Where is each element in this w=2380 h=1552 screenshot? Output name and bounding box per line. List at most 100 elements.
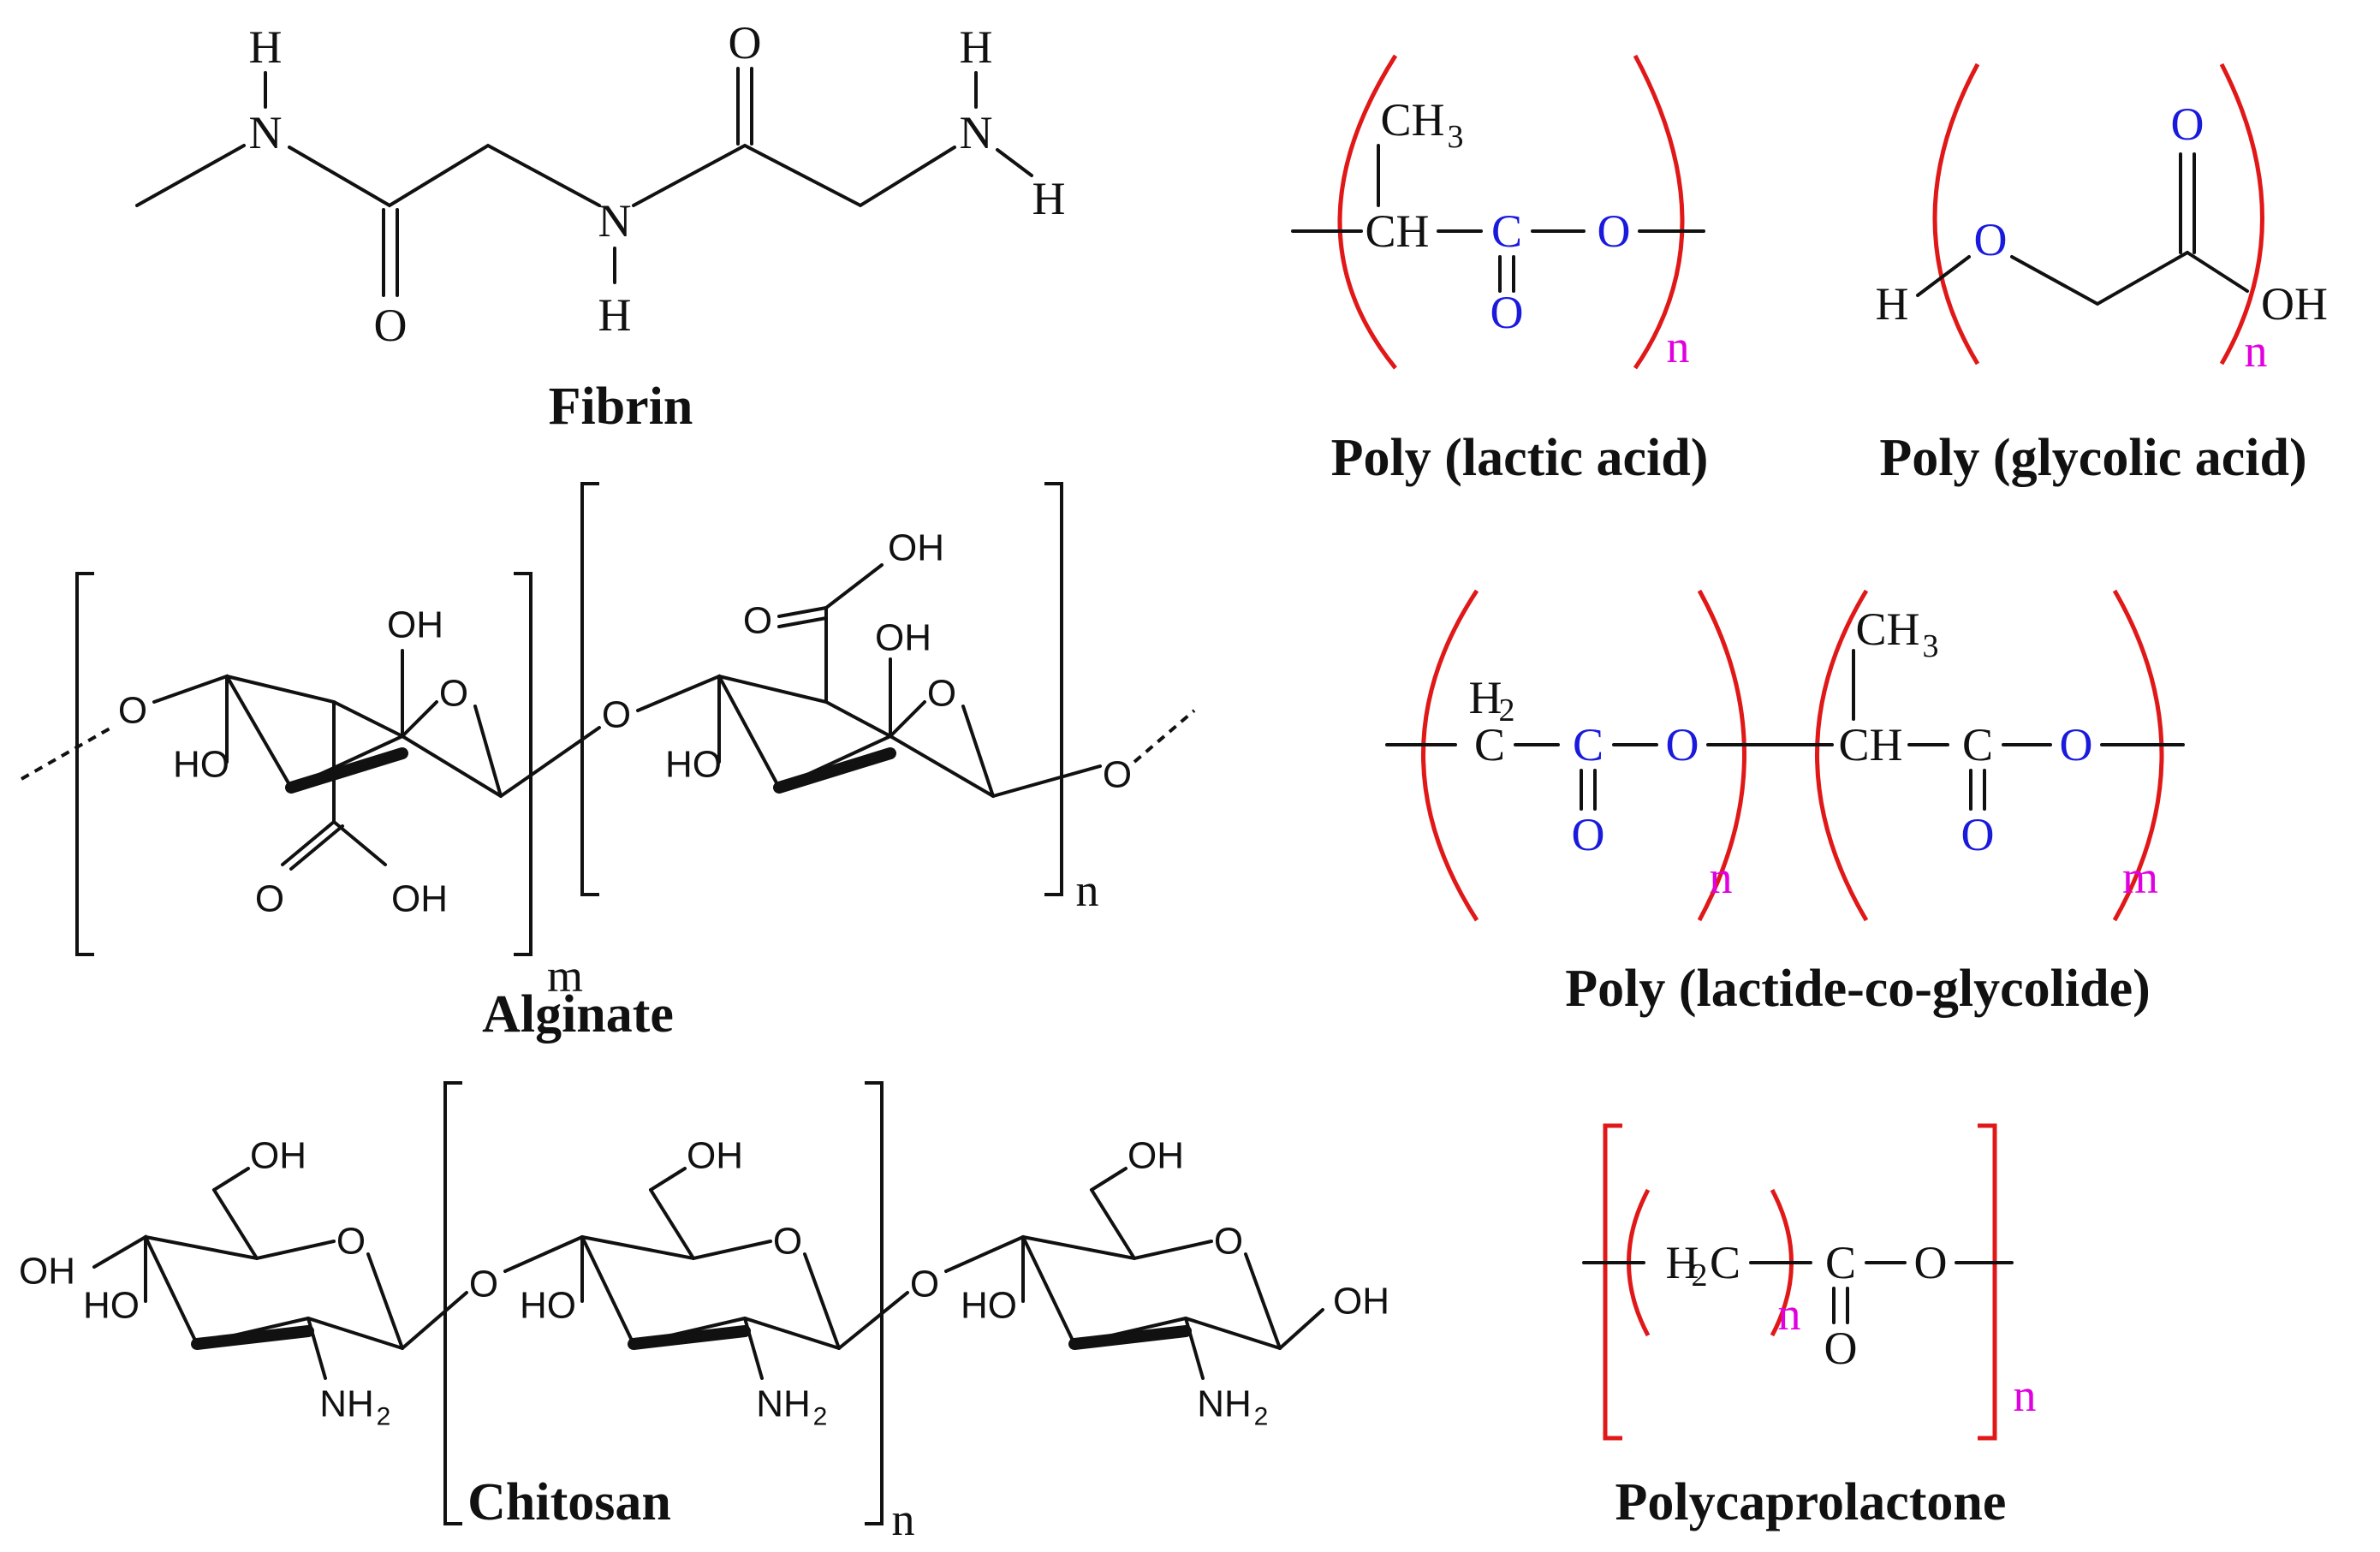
chitosan-bond: [503, 1235, 584, 1273]
chitosan-bold: [1068, 1325, 1192, 1350]
plga-o3: O: [2060, 719, 2093, 770]
chitosan-bond: [144, 1235, 336, 1261]
chitosan-bracket-left: [443, 1081, 462, 1525]
chitosan-bond: [306, 1317, 327, 1380]
pla-c: C: [1491, 205, 1522, 257]
plga-paren-left-2: [1815, 589, 1869, 922]
fibrin-atom-o2: O: [729, 17, 762, 68]
chitosan-nh2: NH: [1197, 1383, 1252, 1425]
chitosan-ring-o: O: [1214, 1221, 1243, 1263]
pga-o: O: [1974, 214, 2008, 265]
fibrin-atom-n1: N: [249, 107, 283, 158]
pcl-structure: H 2 C n C O O n Polycaprolactone: [1582, 1123, 2037, 1531]
fibrin-bond: [996, 148, 1033, 177]
chitosan-structure: O OH OH HO NH 2 O n O OH HO: [19, 1081, 1389, 1545]
chitosan-bond: [649, 1167, 687, 1192]
pcl-c2: C: [1825, 1237, 1856, 1288]
pcl-o2: O: [1824, 1323, 1858, 1374]
alginate-link-bond: [499, 726, 601, 798]
plga-o4: O: [1961, 809, 1995, 860]
plga-ch3: CH: [1855, 604, 1919, 655]
fibrin-structure: N H O N H O N H H Fibrin: [135, 17, 1066, 436]
pcl-index-inner-n: n: [1778, 1288, 1801, 1340]
chitosan-ho: HO: [83, 1285, 140, 1327]
pla-ch: CH: [1365, 205, 1429, 257]
chitosan-label: Chitosan: [467, 1473, 671, 1531]
pga-label: Poly (glycolic acid): [1879, 429, 2306, 487]
pcl-o: O: [1914, 1237, 1948, 1288]
alginate-bracket-right-open: [580, 482, 599, 896]
fibrin-atom-o1: O: [374, 300, 408, 351]
chitosan-nh2-sub: 2: [377, 1403, 391, 1431]
alginate-end-o: O: [1103, 754, 1132, 796]
plga-structure: H 2 C C O O n CH CH 3 C O O m Poly (lact…: [1385, 589, 2185, 1018]
chitosan-bond: [1278, 1308, 1324, 1350]
chitosan-ring-1: O OH OH HO NH 2: [19, 1135, 404, 1431]
alginate-bond: [777, 606, 828, 618]
fibrin-bond: [288, 143, 601, 208]
fibrin-bond: [632, 143, 956, 208]
alginate-ring1-bond: [401, 700, 438, 738]
chitosan-bold: [191, 1325, 314, 1350]
alginate-link-o: O: [602, 694, 631, 736]
pla-paren-right: [1633, 54, 1685, 370]
pga-bond: [1916, 255, 1971, 297]
fibrin-atom-h1: H: [249, 21, 283, 73]
pla-ch3-sub: 3: [1448, 119, 1464, 155]
chitosan-bond: [649, 1188, 695, 1260]
chitosan-link-bond: [837, 1291, 909, 1350]
alginate-bond: [289, 824, 344, 871]
alginate-oh1: OH: [387, 604, 443, 646]
chitosan-ring-2: O OH HO NH 2: [503, 1135, 841, 1431]
plga-paren-right-2: [2112, 589, 2164, 922]
fibrin-label: Fibrin: [549, 378, 693, 436]
alginate-index-m: m: [547, 950, 583, 1002]
plga-o2: O: [1572, 809, 1605, 860]
pla-o2: O: [1490, 287, 1524, 338]
chitosan-oh: OH: [250, 1135, 306, 1177]
pcl-label: Polycaprolactone: [1615, 1473, 2007, 1531]
fibrin-bond: [135, 144, 246, 207]
fibrin-atom-n2: N: [598, 195, 632, 247]
pla-o: O: [1598, 205, 1631, 257]
chitosan-bond: [1090, 1188, 1136, 1260]
chitosan-oh: OH: [687, 1135, 743, 1177]
pcl-bracket-left: [1603, 1123, 1622, 1441]
alginate-label: Alginate: [482, 985, 674, 1044]
plga-index-n: n: [1710, 852, 1733, 903]
pcl-bracket-right: [1978, 1123, 1997, 1441]
chitosan-bond: [366, 1252, 404, 1350]
chitosan-bond: [212, 1167, 250, 1192]
chitosan-ho: HO: [961, 1285, 1017, 1327]
chitosan-ring-o: O: [336, 1221, 366, 1263]
chitosan-link-bond: [401, 1291, 468, 1350]
alginate-ring1-bond: [225, 675, 404, 738]
chitosan-nh2: NH: [756, 1383, 811, 1425]
chitosan-bond: [743, 1317, 764, 1380]
plga-index-m: m: [2122, 852, 2158, 903]
alginate-structure: m O O OH HO O OH O n O HO: [21, 482, 1196, 1044]
fibrin-atom-h3: H: [960, 21, 993, 73]
pga-bond: [2010, 251, 2189, 306]
chitosan-index-n: n: [892, 1494, 915, 1545]
alginate-dashed-bond: [21, 726, 112, 781]
chitosan-ring-o: O: [773, 1221, 802, 1263]
chitosan-nh2-sub: 2: [1254, 1403, 1269, 1431]
fibrin-atom-n3: N: [960, 107, 993, 158]
chitosan-bond: [580, 1235, 841, 1350]
chitosan-link-o1: O: [469, 1264, 498, 1305]
alginate-ring2-bond: [961, 705, 995, 798]
alginate-ring2-bold: [773, 747, 896, 794]
plga-h2-sub: 2: [1499, 693, 1515, 728]
alginate-bond: [332, 820, 387, 866]
chitosan-bond: [1184, 1317, 1205, 1380]
chitosan-ring-3: O OH HO NH 2 OH: [944, 1135, 1389, 1431]
fibrin-atom-h4: H: [1032, 173, 1066, 224]
plga-h2: H: [1469, 672, 1502, 723]
alginate-oh2: OH: [875, 617, 931, 659]
pga-o2: O: [2171, 98, 2204, 150]
pla-structure: CH CH 3 C O O n Poly (lactic acid): [1291, 54, 1708, 487]
pcl-index-n: n: [2014, 1370, 2037, 1421]
